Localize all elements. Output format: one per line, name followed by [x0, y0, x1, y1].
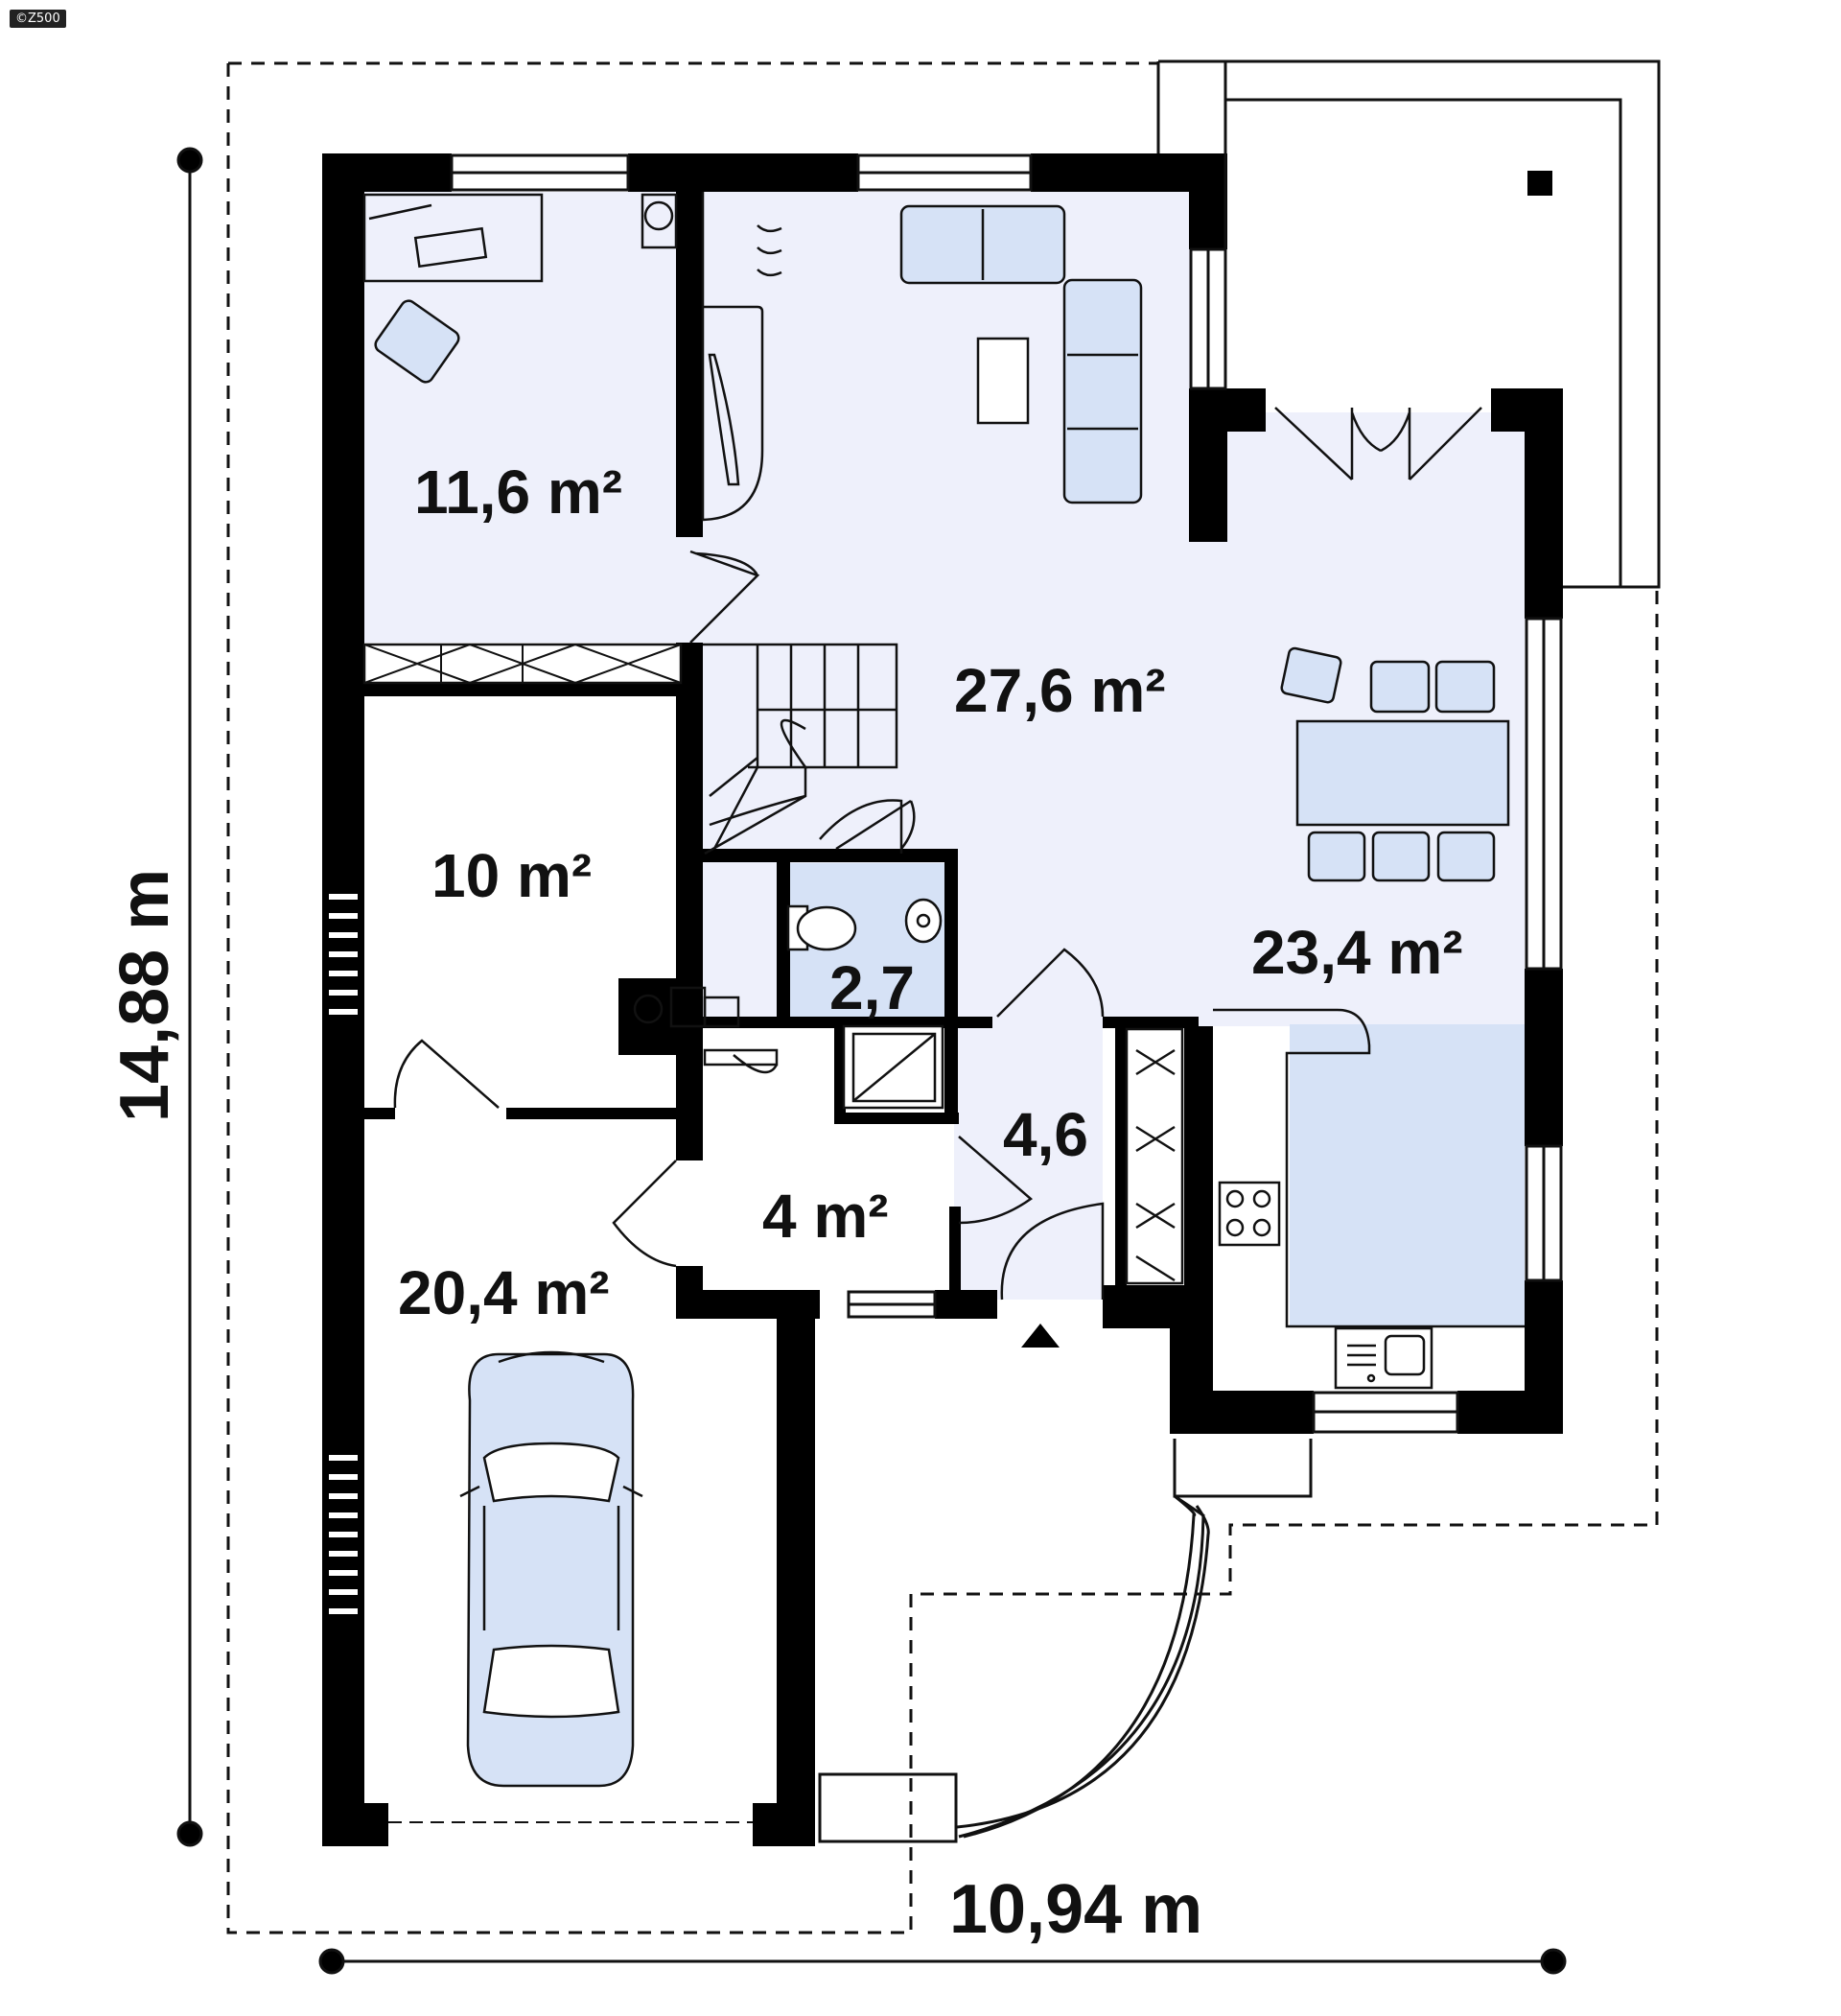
wc-door — [835, 799, 916, 851]
hall-wardrobe — [1125, 1027, 1184, 1285]
entrance-arrow — [1021, 1324, 1060, 1348]
roof-outline — [226, 61, 1659, 1934]
shower — [842, 1024, 944, 1110]
boiler-fixtures — [703, 996, 779, 1074]
dimension-width-label: 10,94 m — [949, 1871, 1202, 1948]
dimension-lines — [176, 147, 1567, 1975]
office-desk — [362, 193, 707, 1028]
dimension-height-label: 14,88 m — [106, 869, 183, 1122]
terrace — [1156, 59, 1661, 589]
room-label-bedroom: 10 m² — [431, 841, 592, 910]
car — [459, 1350, 643, 1788]
staircase — [703, 643, 903, 856]
entrance-canopy — [818, 1439, 1313, 1843]
office-chair — [374, 299, 460, 384]
sofa — [899, 204, 1143, 504]
terrace-doors — [1274, 407, 1482, 481]
windows — [450, 153, 1563, 1434]
copyright-badge: ©Z500 — [10, 10, 66, 28]
room-label-wc: 2,7 — [829, 953, 915, 1022]
bathtub — [701, 192, 782, 522]
bedroom-door — [393, 1039, 500, 1109]
room-label-office: 11,6 m² — [414, 457, 622, 527]
terrace-post — [1527, 171, 1552, 196]
wardrobe-lines — [363, 643, 682, 685]
wc-fixtures — [786, 898, 943, 951]
room-label-hall: 4,6 — [1003, 1100, 1088, 1169]
walls — [322, 153, 1563, 1846]
room-label-boiler: 4 m² — [762, 1182, 889, 1251]
hall-doors — [958, 948, 1105, 1301]
kitchen-counter — [1290, 1024, 1525, 1326]
room-label-garage: 20,4 m² — [398, 1258, 610, 1327]
glass-block-gaps — [329, 894, 358, 1614]
floor-fills — [364, 192, 1525, 1300]
kitchen — [1213, 1008, 1525, 1390]
dining-set — [1280, 646, 1510, 882]
coffee-table — [976, 337, 1030, 425]
office-door — [689, 550, 760, 644]
room-label-living: 27,6 m² — [954, 656, 1166, 725]
garage-door — [612, 1160, 677, 1268]
room-label-dining: 23,4 m² — [1251, 918, 1463, 987]
